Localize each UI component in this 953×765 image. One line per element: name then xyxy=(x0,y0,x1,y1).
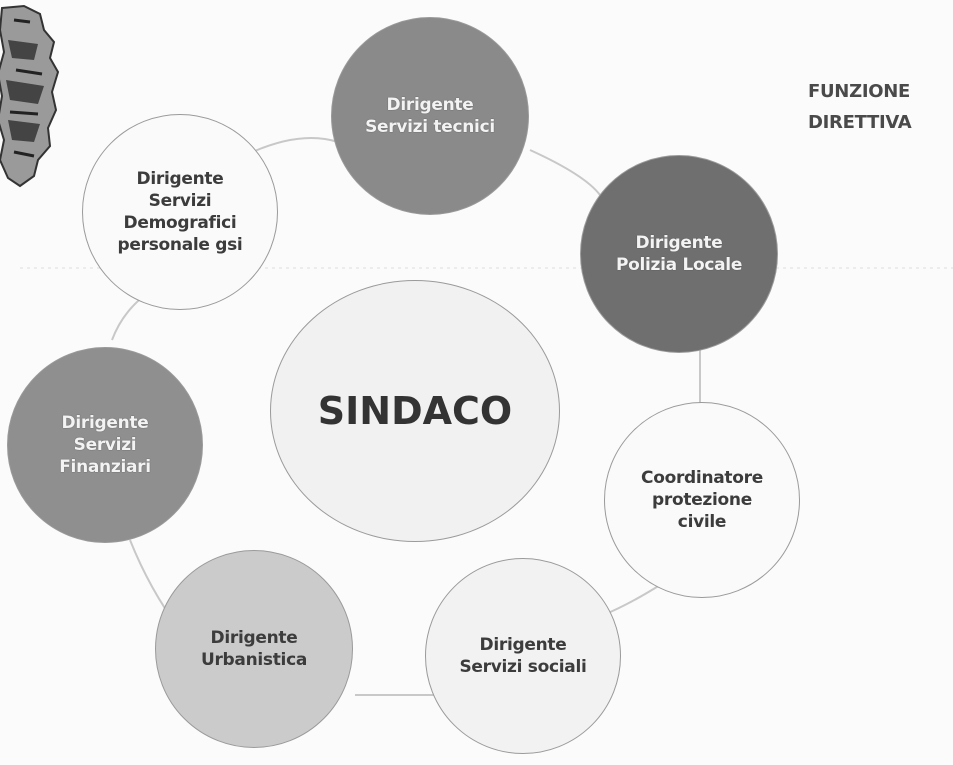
node-servizi-demografici-label: Dirigente Servizi Demografici personale … xyxy=(117,169,243,255)
node-servizi-sociali-label: Dirigente Servizi sociali xyxy=(459,635,587,677)
diagram-heading: FUNZIONE DIRETTIVA xyxy=(808,81,912,133)
node-servizi-tecnici-label: Dirigente Servizi tecnici xyxy=(365,95,495,137)
node-sindaco: SINDACO xyxy=(270,280,560,542)
node-servizi-sociali: Dirigente Servizi sociali xyxy=(425,558,621,754)
node-urbanistica-label: Dirigente Urbanistica xyxy=(200,628,308,670)
node-protezione-civile-label: Coordinatore protezione civile xyxy=(641,468,763,532)
node-urbanistica: Dirigente Urbanistica xyxy=(155,550,353,748)
node-polizia-locale: Dirigente Polizia Locale xyxy=(580,155,778,353)
node-sindaco-label: SINDACO xyxy=(317,389,513,433)
node-servizi-demografici: Dirigente Servizi Demografici personale … xyxy=(82,114,278,310)
node-servizi-finanziari-label: Dirigente Servizi Finanziari xyxy=(59,413,151,477)
node-polizia-locale-label: Dirigente Polizia Locale xyxy=(615,233,743,275)
node-protezione-civile: Coordinatore protezione civile xyxy=(604,402,800,598)
crest-logo xyxy=(0,4,60,188)
connector-ring xyxy=(111,137,702,696)
node-servizi-tecnici: Dirigente Servizi tecnici xyxy=(331,17,529,215)
node-servizi-finanziari: Dirigente Servizi Finanziari xyxy=(7,347,203,543)
